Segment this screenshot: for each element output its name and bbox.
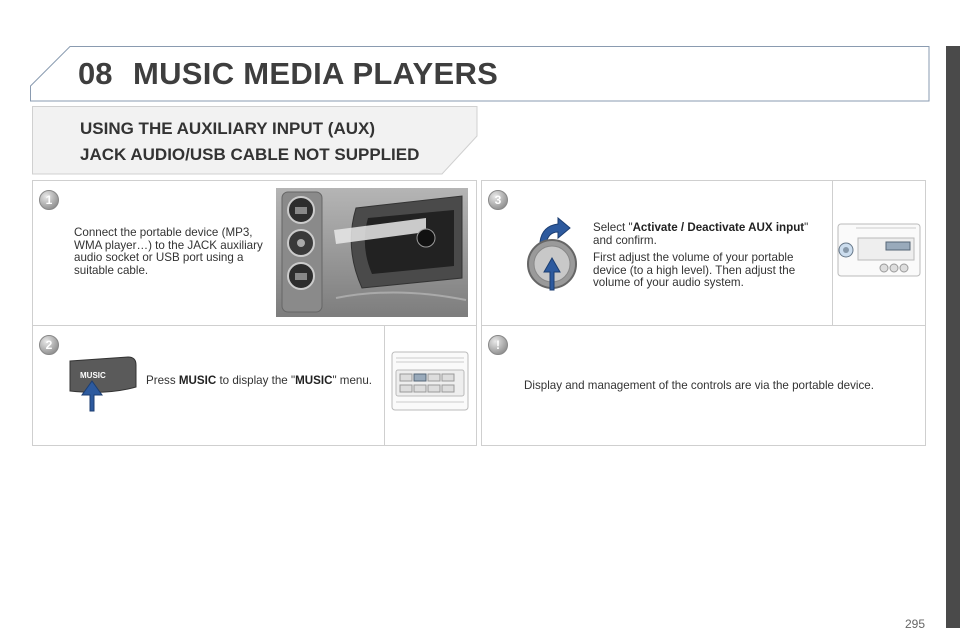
step-3-para-2: First adjust the volume of your portable…: [593, 251, 796, 289]
step-2-text: Press MUSIC to display the "MUSIC" menu.: [146, 374, 373, 388]
subtitle-line-2: JACK AUDIO/USB CABLE NOT SUPPLIED: [80, 145, 420, 164]
step-3-bold-option: Activate / Deactivate AUX input: [632, 221, 805, 234]
audio-system-illustration: [837, 223, 921, 277]
step-3-pre: Select ": [593, 221, 633, 234]
aux-socket-illustration: [276, 188, 468, 317]
step-2-post: " menu.: [332, 374, 373, 387]
step-1-badge: 1: [39, 190, 59, 210]
music-button-label: MUSIC: [80, 371, 106, 380]
music-button-icon: MUSIC: [69, 356, 137, 412]
step-2-badge: 2: [39, 335, 59, 355]
radio-front-panel-illustration: [391, 351, 469, 411]
step-1-instruction: Connect the portable device (MP3, WMA pl…: [74, 226, 263, 277]
subtitle-line-1: USING THE AUXILIARY INPUT (AUX): [80, 119, 375, 138]
note-panel: [481, 325, 926, 446]
note-text: Display and management of the controls a…: [524, 379, 874, 392]
step-2-mid: to display the ": [216, 374, 296, 387]
step-1-text: Connect the portable device (MP3, WMA pl…: [74, 226, 264, 277]
chapter-number: 08: [78, 56, 113, 91]
subtitle-box: [32, 106, 478, 175]
page-edge-bar: [946, 46, 960, 628]
note-badge: !: [488, 335, 508, 355]
step-3-post: " and confirm.: [593, 221, 809, 247]
step-3-divider: [832, 180, 833, 326]
chapter-header-box: [30, 46, 930, 102]
step-2-bold-music-menu: MUSIC: [295, 374, 333, 387]
step-3-badge: 3: [488, 190, 508, 210]
aux-socket-photo: [276, 188, 468, 317]
step-3-text: Select "Activate / Deactivate AUX input"…: [593, 221, 825, 295]
step-2-divider: [384, 325, 385, 445]
rotary-knob-icon: [527, 216, 577, 291]
step-2-bold-music: MUSIC: [178, 374, 217, 387]
page-number: 295: [905, 617, 926, 631]
chapter-title: MUSIC MEDIA PLAYERS: [133, 56, 499, 91]
step-3-para-1: Select "Activate / Deactivate AUX input"…: [593, 221, 825, 247]
step-2-pre: Press: [146, 374, 179, 387]
